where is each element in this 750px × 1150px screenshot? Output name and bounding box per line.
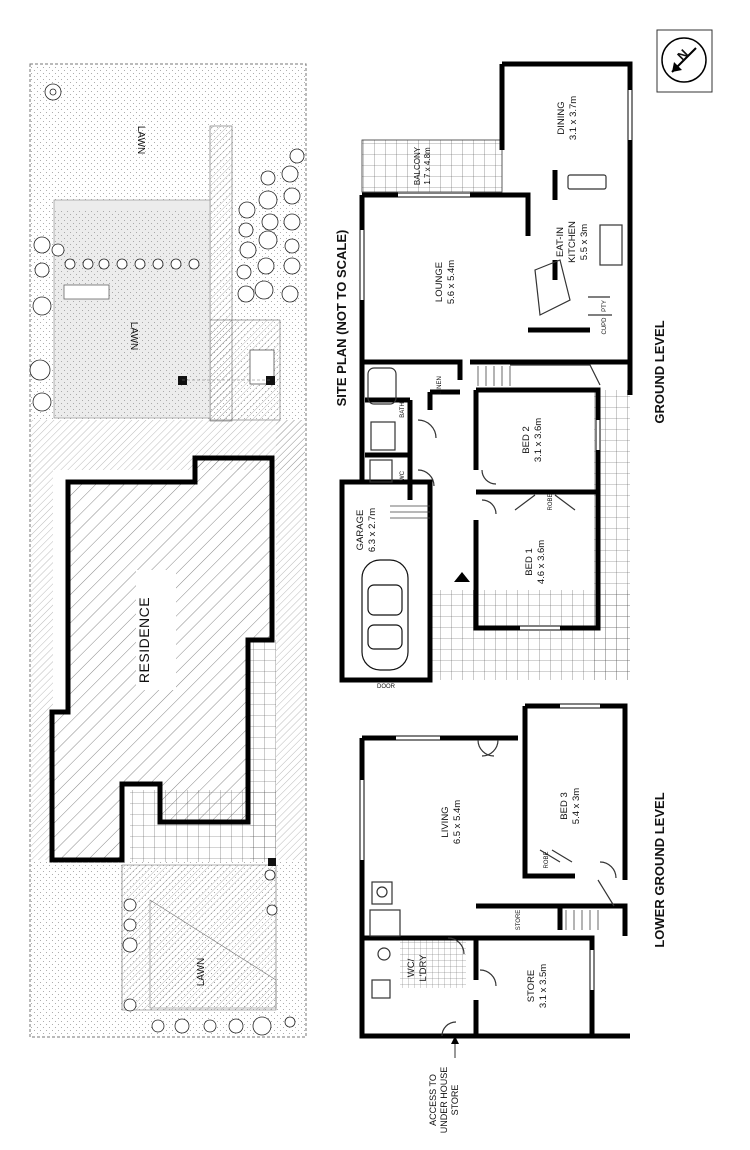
lawn-label-middle: LAWN	[128, 322, 139, 351]
bath-label: BATH	[400, 402, 406, 418]
wc-ldry-name-2: L'DRY	[418, 954, 429, 982]
store-size: 3.1 x 3.5m	[538, 964, 549, 1008]
kitchen-name-2: KITCHEN	[567, 221, 578, 263]
bed1-name: BED 1	[524, 548, 535, 575]
garden-plants-icon	[29, 83, 305, 412]
store-name: STORE	[526, 970, 537, 1003]
living-size: 6.5 x 5.4m	[452, 800, 463, 844]
ground-level-title: GROUND LEVEL	[652, 320, 667, 423]
bed2-size: 3.1 x 3.6m	[533, 418, 544, 462]
bed2-name: BED 2	[521, 426, 532, 453]
bed3-size: 5.4 x 3m	[571, 788, 582, 825]
garage-name: GARAGE	[355, 510, 366, 551]
front-plants-icon	[122, 869, 296, 1036]
bed3-name: BED 3	[559, 792, 570, 819]
garage-size: 6.3 x 2.7m	[367, 508, 378, 552]
bed1-size: 4.6 x 3.6m	[536, 540, 547, 584]
wc-label: WC	[400, 470, 406, 481]
lower-ground-level-plan: LIVING 6.5 x 5.4m BED 3 5.4 x 3m WC/ L'D…	[359, 703, 630, 1134]
balcony-size: 1.7 x 4.8m	[423, 147, 432, 185]
lawn-label-front: LAWN	[196, 958, 207, 987]
store-small-label: STORE	[516, 910, 522, 931]
access-note-2: UNDER HOUSE	[439, 1067, 449, 1134]
robe-label: ROBE	[548, 493, 554, 510]
entry-arrow-icon	[454, 572, 470, 582]
balcony-name: BALCONY	[413, 146, 422, 185]
site-plan-title: SITE PLAN (NOT TO SCALE)	[334, 230, 349, 407]
cupd-label: CUPD	[602, 317, 608, 335]
site-plan: LAWN LAWN RESIDENCE LAWN	[29, 63, 307, 1038]
lounge-name: LOUNGE	[434, 262, 445, 302]
ground-level-plan: DINING 3.1 x 3.7m BALCONY 1.7 x 4.8m EAT…	[339, 61, 633, 690]
dining-size: 3.1 x 3.7m	[568, 96, 579, 140]
residence-label: RESIDENCE	[136, 597, 152, 683]
access-note-1: ACCESS TO	[428, 1074, 438, 1126]
dining-name: DINING	[556, 101, 567, 134]
lawn-label-rear: LAWN	[135, 126, 146, 155]
robe-label-lower: ROBE	[544, 851, 550, 868]
living-name: LIVING	[440, 806, 451, 837]
door-label: DOOR	[377, 684, 396, 690]
north-arrow-icon: N	[656, 29, 713, 93]
kitchen-size: 5.5 x 3m	[579, 224, 590, 261]
linen-label: LINEN	[437, 376, 443, 394]
car-icon	[361, 559, 409, 671]
lounge-size: 5.6 x 5.4m	[446, 260, 457, 304]
kitchen-name-1: EAT-IN	[555, 227, 566, 257]
pty-label: PTY	[602, 300, 608, 312]
access-note-3: STORE	[450, 1085, 460, 1116]
wc-ldry-name-1: WC/	[406, 958, 417, 977]
lower-ground-level-title: LOWER GROUND LEVEL	[652, 792, 667, 947]
